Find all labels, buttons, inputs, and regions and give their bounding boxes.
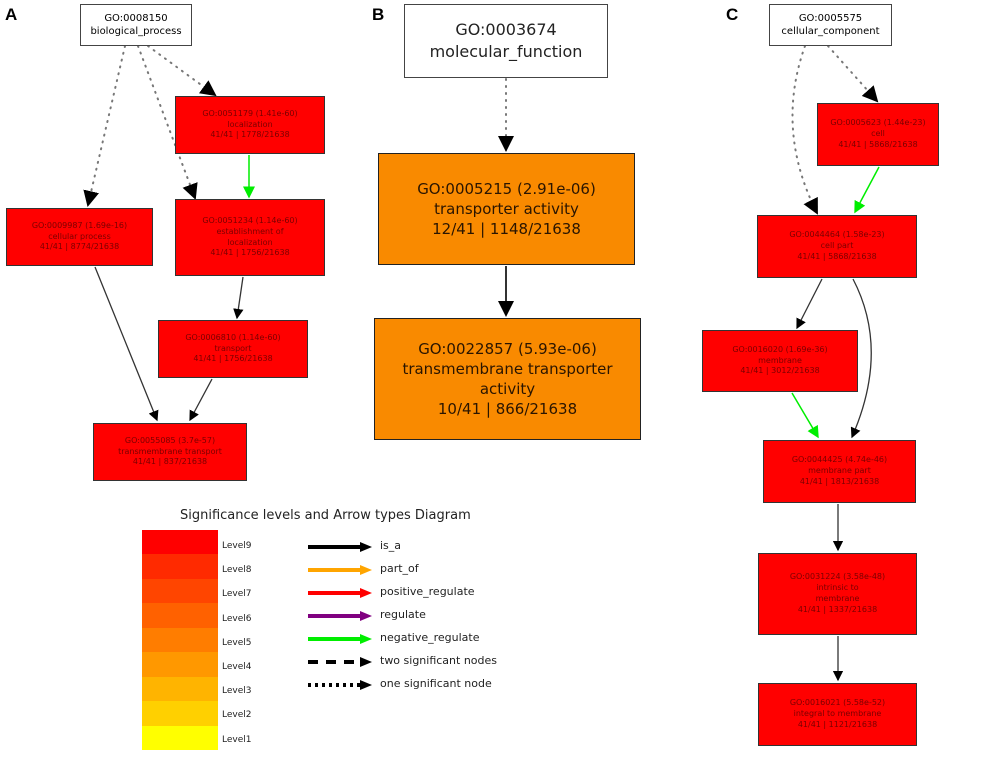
level-label: Level7 — [222, 589, 252, 600]
level-label: Level1 — [222, 734, 252, 745]
level-swatch — [142, 627, 218, 653]
node-name: cell — [871, 129, 885, 139]
node-name: transmembrane transporter — [402, 359, 613, 378]
node-name: molecular_function — [429, 42, 583, 61]
level-swatch — [142, 676, 218, 702]
level-label: Level9 — [222, 541, 252, 551]
is-a-edges — [94, 266, 872, 682]
node-id: GO:0022857 (5.93e-06) — [418, 339, 597, 358]
arrow-type-label: negative_regulate — [380, 631, 480, 644]
legend-arrows — [308, 542, 372, 690]
node-name: cellular process — [48, 231, 111, 241]
node-biological-process: GO:0008150 biological_process — [80, 4, 192, 46]
panel-label-b: B — [372, 5, 385, 24]
arrow-type-label: part_of — [380, 562, 419, 575]
node-id: GO:0044464 (1.58e-23) — [789, 230, 885, 240]
arrow-type-label: one significant node — [380, 677, 492, 690]
node-id: GO:0044425 (4.74e-46) — [791, 455, 888, 465]
panel-label-a: A — [5, 5, 18, 24]
arrow-type-label: positive_regulate — [380, 585, 475, 598]
node-id: GO:0006810 (1.14e-60) — [185, 332, 281, 342]
level-label: Level8 — [222, 565, 252, 576]
node-name: localization — [227, 119, 273, 129]
node-counts: 41/41 | 1121/21638 — [797, 719, 878, 729]
arrow-type-label: regulate — [380, 608, 426, 621]
node-id: GO:0055085 (3.7e-57) — [124, 435, 216, 445]
level-label: Level2 — [222, 710, 252, 721]
node-id: GO:0008150 — [104, 12, 168, 24]
node-cellular-component: GO:0005575 cellular_component — [769, 4, 892, 46]
node-counts: 41/41 | 1756/21638 — [193, 354, 273, 364]
level-swatch — [142, 725, 218, 750]
node-name: cellular_component — [781, 26, 880, 37]
node-name-2: localization — [227, 237, 273, 247]
node-integral-to-membrane: GO:0016021 (5.58e-52)integral to membran… — [758, 683, 917, 746]
node-counts: 41/41 | 1813/21638 — [799, 476, 880, 486]
node-id: GO:0051234 (1.14e-60) — [202, 215, 298, 225]
node-id: GO:0016020 (1.69e-36) — [732, 344, 828, 354]
node-name: transport — [214, 343, 252, 353]
node-molecular-function: GO:0003674 molecular_function — [404, 4, 608, 78]
level-swatch — [142, 701, 218, 726]
node-name: transmembrane transport — [118, 446, 222, 456]
node-name: transporter activity — [434, 199, 579, 218]
node-counts: 41/41 | 1756/21638 — [210, 248, 290, 258]
node-name: membrane — [758, 355, 802, 365]
level-label: Level3 — [222, 686, 252, 697]
level-swatch — [142, 578, 218, 604]
node-counts: 41/41 | 1778/21638 — [210, 130, 290, 140]
node-id: GO:0031224 (3.58e-48) — [789, 572, 886, 582]
level-label: Level4 — [222, 662, 252, 672]
node-counts: 41/41 | 8774/21638 — [39, 242, 120, 252]
node-name: intrinsic to — [816, 583, 859, 593]
node-counts: 41/41 | 1337/21638 — [797, 604, 878, 614]
node-counts: 41/41 | 3012/21638 — [740, 366, 820, 376]
one-significant-edges — [83, 45, 879, 215]
node-counts: 41/41 | 837/21638 — [132, 457, 208, 467]
level-label: Level5 — [222, 637, 252, 648]
panel-label-c: C — [726, 5, 739, 24]
node-name: establishment of — [216, 226, 284, 236]
node-counts: 41/41 | 5868/21638 — [838, 139, 918, 149]
node-id: GO:0005575 — [798, 12, 863, 24]
negative-regulate-edges — [243, 155, 880, 439]
node-name: integral to membrane — [793, 709, 882, 719]
node-id: GO:0003674 — [455, 20, 557, 40]
node-id: GO:0005623 (1.44e-23) — [830, 118, 926, 128]
node-id: GO:0016021 (5.58e-52) — [789, 698, 886, 708]
level-swatch — [142, 554, 218, 579]
node-counts: 12/41 | 1148/21638 — [432, 220, 581, 239]
node-name: cell part — [820, 241, 854, 251]
arrow-type-label: is_a — [380, 539, 402, 552]
node-name: membrane part — [808, 466, 871, 476]
arrow-type-label: two significant nodes — [380, 654, 498, 667]
legend-title: Significance levels and Arrow types Diag… — [180, 508, 471, 523]
node-id: GO:0005215 (2.91e-06) — [417, 179, 596, 198]
level-swatch — [142, 603, 218, 628]
node-id: GO:0051179 (1.41e-60) — [202, 108, 298, 118]
node-counts: 41/41 | 5868/21638 — [797, 251, 877, 261]
level-swatch — [142, 530, 218, 555]
node-transmembrane-transport: GO:0055085 (3.7e-57)transmembrane transp… — [93, 423, 247, 481]
node-transmembrane-transporter-activity: GO:0022857 (5.93e-06)transmembrane trans… — [374, 318, 641, 440]
significance-color-bar — [142, 530, 218, 750]
node-transporter-activity: GO:0005215 (2.91e-06)transporter activit… — [378, 153, 635, 265]
node-name-2: activity — [479, 380, 536, 398]
node-counts: 10/41 | 866/21638 — [437, 400, 578, 419]
node-id: GO:0009987 (1.69e-16) — [31, 220, 128, 230]
node-name: biological_process — [90, 26, 182, 37]
node-name-2: membrane — [815, 594, 860, 603]
level-label: Level6 — [222, 613, 252, 624]
level-swatch — [142, 652, 218, 677]
